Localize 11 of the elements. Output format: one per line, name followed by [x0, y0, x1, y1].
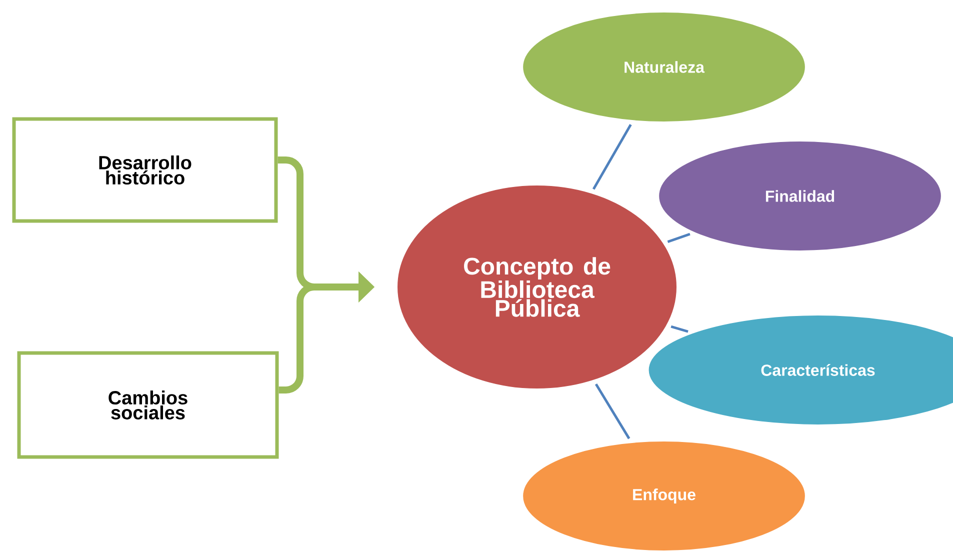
ellipse-node: Finalidad — [658, 140, 942, 252]
text-box: Cambios sociales — [17, 351, 279, 459]
text-box: Desarrollo histórico — [12, 117, 278, 223]
connector-line — [592, 124, 632, 190]
ellipse-node: Naturaleza — [522, 12, 806, 122]
ellipse-node: Enfoque — [522, 440, 806, 552]
connector-line — [667, 232, 690, 243]
connector-line — [670, 325, 688, 333]
ellipse-node: Concepto de Biblioteca Pública — [396, 184, 678, 390]
connector-line — [594, 383, 630, 440]
ellipse-node: Características — [648, 314, 953, 426]
